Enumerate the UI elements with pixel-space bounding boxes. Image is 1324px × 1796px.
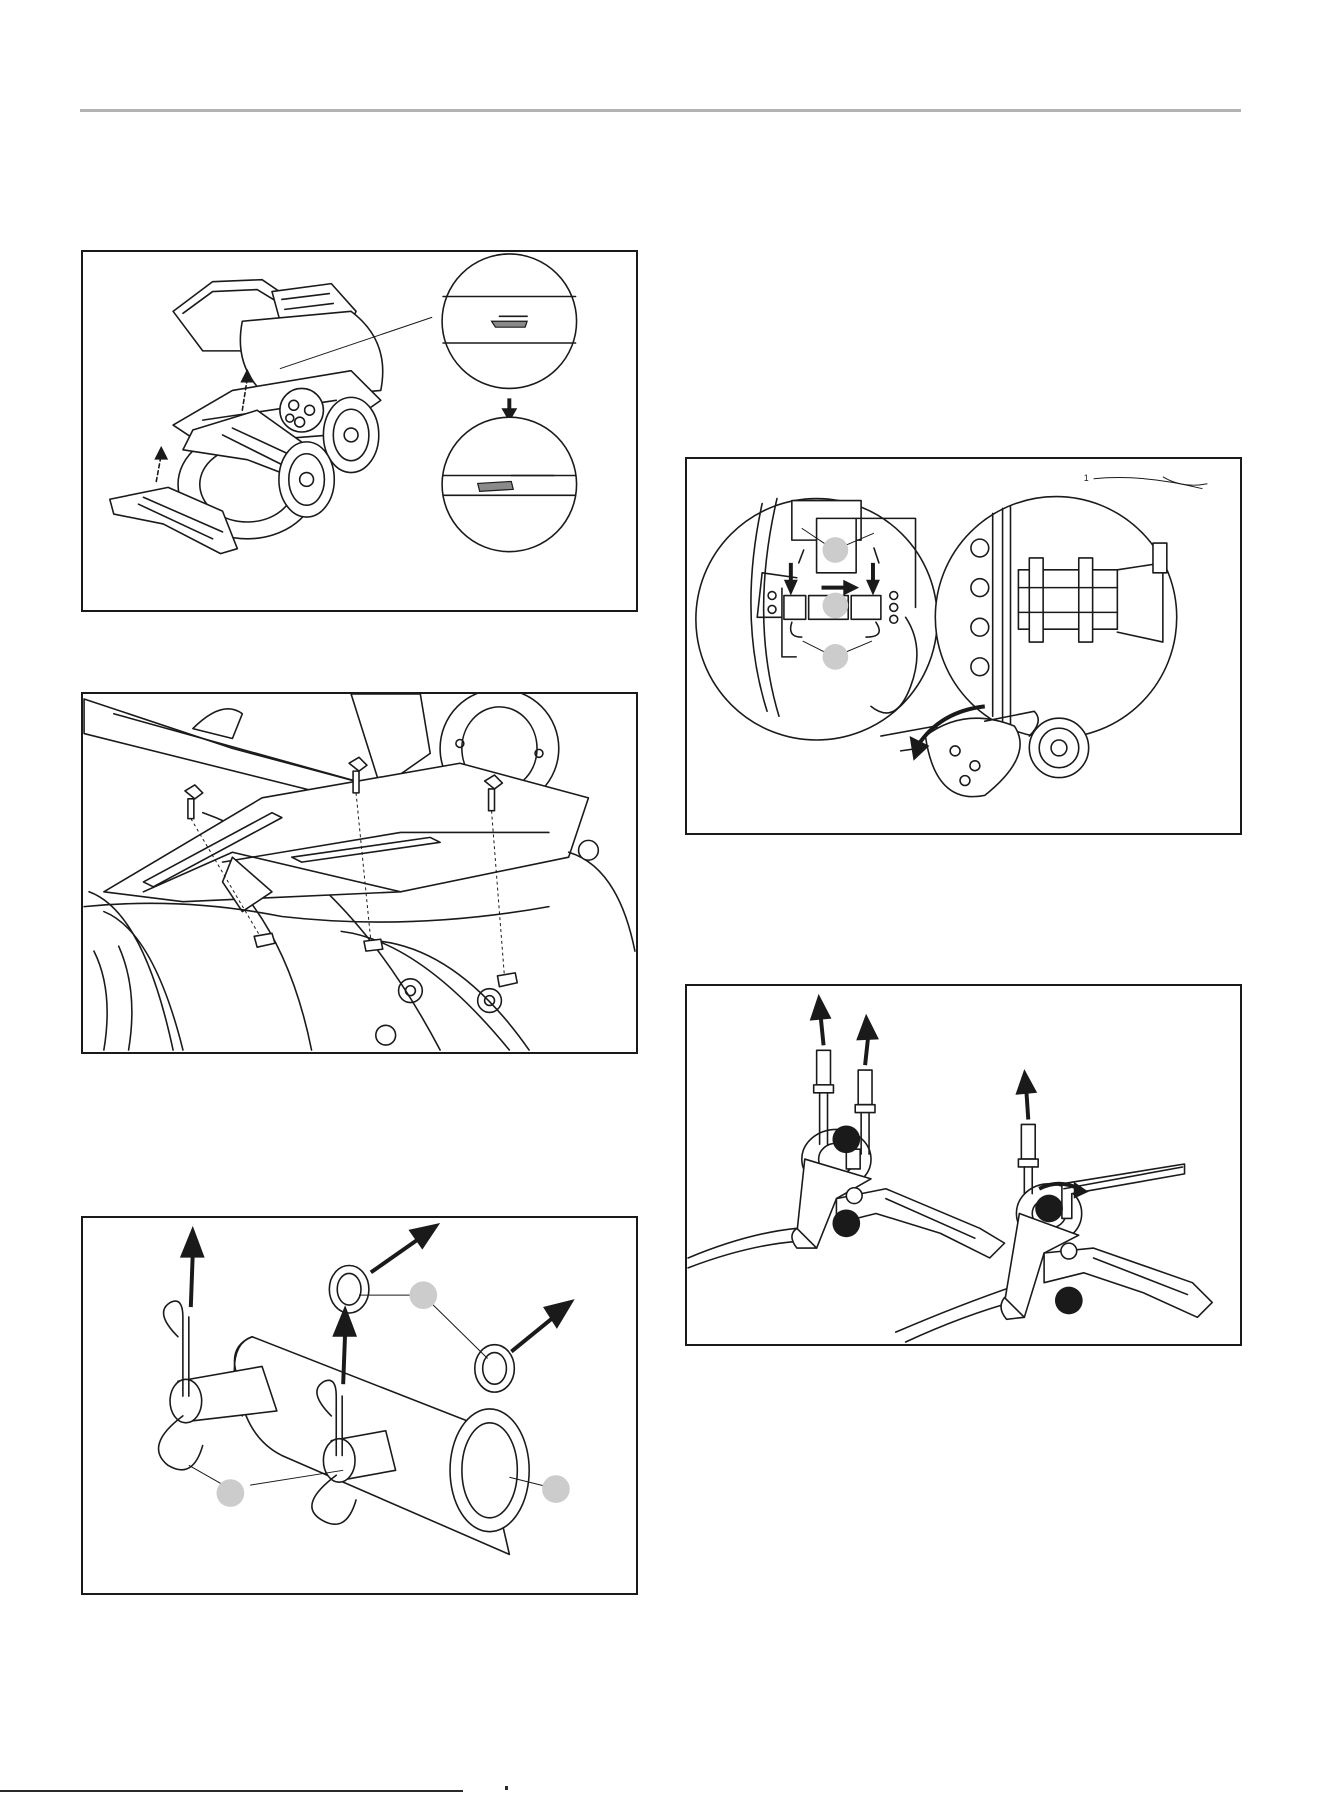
drag-bar-illustration [83,694,636,1052]
callout-pin [823,537,849,563]
callout-hairpin [217,1479,245,1507]
callout-clamp-right [1035,1195,1063,1223]
tine-shield-removal-figure [81,250,638,612]
handle-lever-figure [685,984,1242,1346]
pin-sleeve-illustration [83,1218,636,1593]
handle-lever-illustration [687,986,1240,1344]
callout-clamp-left [832,1125,860,1153]
tine-shield-illustration [83,252,636,610]
drag-bar-bolts-figure [81,692,638,1054]
footer-rule [0,1790,463,1792]
callout-lever-right [1055,1287,1083,1315]
tine-shaft-illustration: 1 [687,459,1240,833]
header-rule [80,109,1241,112]
footer-mark [505,1786,508,1790]
callout-sleeve [409,1281,437,1309]
callout-clip [823,644,849,670]
callout-tube [542,1475,570,1503]
callout-lever-left [832,1210,860,1238]
pin-and-sleeve-figure [81,1216,638,1595]
callout-shaft [823,593,849,619]
tiny-label: 1 [1084,473,1089,483]
tine-shaft-pin-figure: 1 [685,457,1242,835]
